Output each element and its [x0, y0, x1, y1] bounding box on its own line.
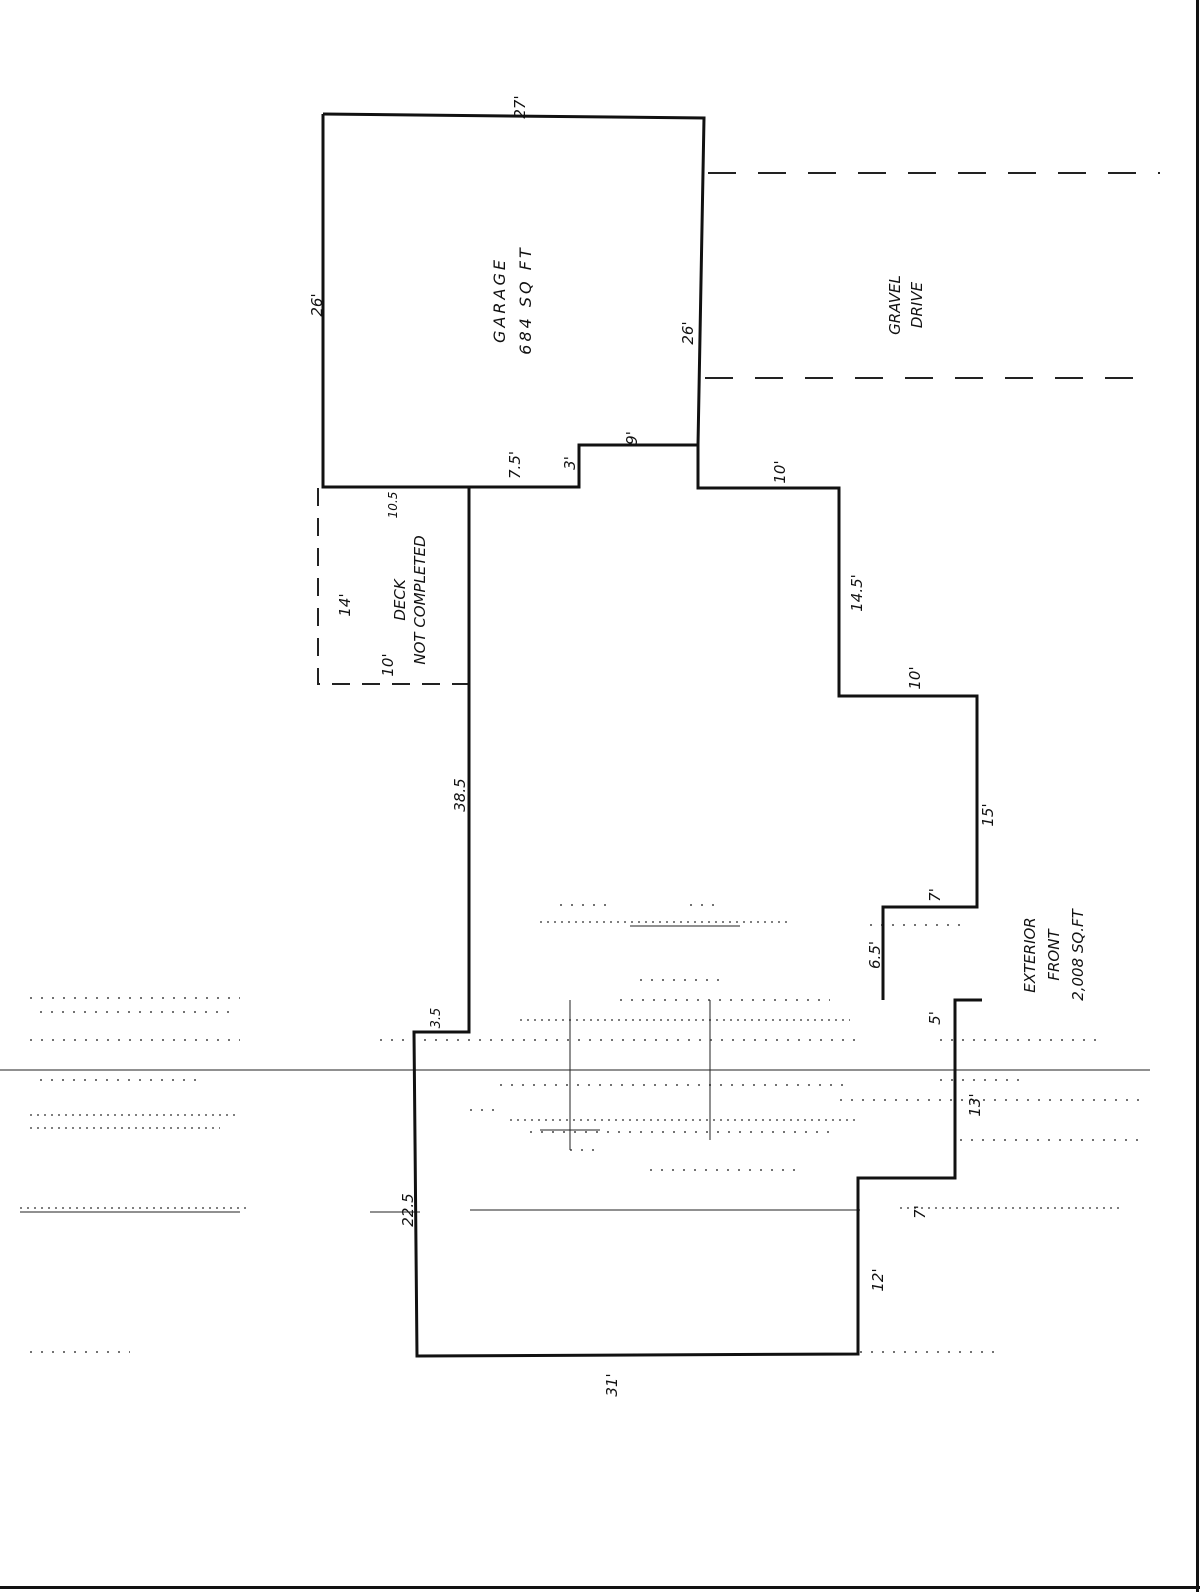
- page-edge-right: [1196, 0, 1199, 1592]
- gravel-drive-label: GRAVEL DRIVE: [886, 275, 926, 335]
- garage-name: GARAGE: [490, 257, 509, 343]
- house-line2: FRONT: [1045, 928, 1063, 981]
- dim-garage-left: 26': [308, 293, 326, 316]
- dim-right-d: 13': [966, 1093, 984, 1116]
- drive-line2: DRIVE: [908, 281, 926, 328]
- dim-step-a: 7.5': [506, 451, 524, 479]
- dim-right-b: 10': [906, 666, 924, 689]
- deck-outline: [317, 488, 468, 685]
- garage-label: GARAGE 684 SQ FT: [490, 245, 535, 354]
- deck-width: 14': [336, 593, 354, 616]
- dim-bottom: 31': [603, 1373, 621, 1396]
- dim-left-upper: 38.5: [451, 778, 469, 811]
- deck-side: 10.5: [386, 492, 400, 519]
- deck-line2: NOT COMPLETED: [411, 535, 429, 664]
- dim-step-b: 3': [561, 456, 579, 470]
- house-outline: [321, 114, 982, 1358]
- deck-depth: 10': [379, 653, 397, 676]
- dim-right-c: 15': [979, 803, 997, 826]
- dim-right-f: 12': [869, 1268, 887, 1291]
- deck-label: DECK NOT COMPLETED: [391, 535, 429, 664]
- house-label: EXTERIOR FRONT 2,008 SQ.FT: [1021, 907, 1087, 1000]
- dim-left-jog: 3.5: [429, 1008, 444, 1029]
- drive-line1: GRAVEL: [886, 275, 904, 335]
- dim-garage-top: 27': [511, 95, 529, 118]
- deck-line1: DECK: [391, 578, 409, 621]
- dimension-labels: 27' 26' 26' 7.5' 3' 9' 10' 14.5' 10' 15'…: [308, 95, 997, 1396]
- dim-step-c: 9': [623, 431, 641, 445]
- dim-right-e: 7': [911, 1205, 929, 1219]
- garage-outline: [322, 112, 706, 446]
- scan-noise: [0, 904, 1150, 1353]
- dim-bay-top: 7': [926, 888, 944, 902]
- dim-garage-right: 26': [679, 321, 697, 344]
- garage-area: 684 SQ FT: [516, 245, 535, 354]
- gravel-drive-outline: [705, 172, 1160, 379]
- page-edge-bottom: [0, 1586, 1200, 1589]
- dim-right-top: 10': [771, 460, 789, 483]
- dim-left-lower: 22.5: [399, 1193, 417, 1226]
- house-line1: EXTERIOR: [1021, 917, 1039, 992]
- dim-bay-bottom: 5': [926, 1011, 944, 1025]
- dim-right-a: 14.5': [848, 574, 866, 612]
- dim-bay-side: 6.5': [866, 941, 884, 969]
- house-line3: 2,008 SQ.FT: [1069, 907, 1087, 1000]
